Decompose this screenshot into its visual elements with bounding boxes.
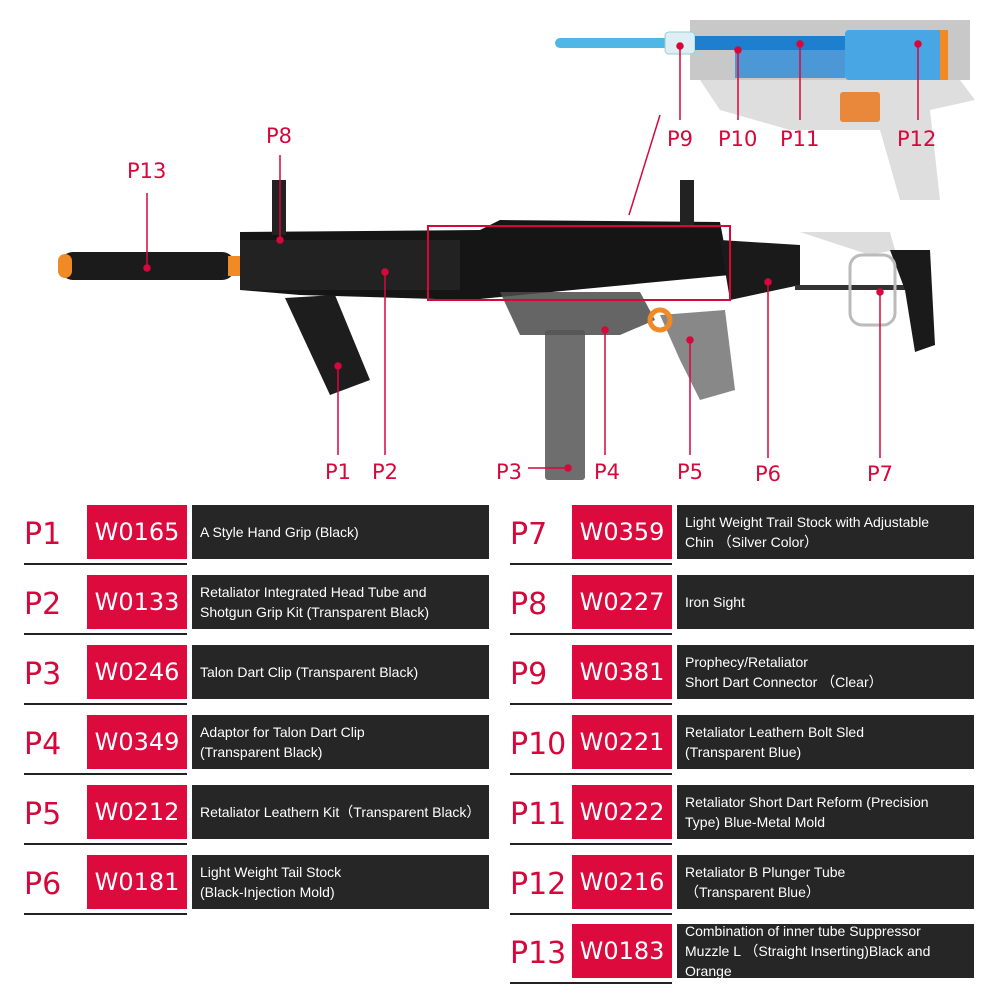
callout-p5: P5 [677, 460, 704, 484]
part-code: W0133 [87, 575, 187, 629]
row-underline [24, 913, 187, 915]
part-description: Adaptor for Talon Dart Clip (Transparent… [192, 715, 489, 769]
part-description: Iron Sight [677, 575, 974, 629]
part-code: W0381 [572, 645, 672, 699]
part-description: Light Weight Tail Stock (Black-Injection… [192, 855, 489, 909]
callout-p1: P1 [325, 460, 352, 484]
row-underline [510, 633, 672, 635]
part-code: W0359 [572, 505, 672, 559]
row-underline [510, 563, 672, 565]
row-underline [24, 563, 187, 565]
row-underline [510, 703, 672, 705]
row-underline [510, 843, 672, 845]
callout-p13: P13 [127, 159, 167, 183]
row-underline [24, 703, 187, 705]
row-underline [510, 913, 672, 915]
part-number: P12 [510, 867, 567, 902]
part-description: Retaliator B Plunger Tube （Transparent B… [677, 855, 974, 909]
callout-p8: P8 [266, 124, 293, 148]
part-description: Combination of inner tube Suppressor Muz… [677, 923, 974, 979]
part-code: W0212 [87, 785, 187, 839]
callout-p2: P2 [372, 460, 399, 484]
callout-p3: P3 [496, 460, 523, 484]
part-number: P1 [24, 517, 62, 552]
part-description: Retaliator Leathern Bolt Sled (Transpare… [677, 715, 974, 769]
part-number: P2 [24, 587, 62, 622]
row-underline [24, 843, 187, 845]
part-number: P8 [510, 587, 548, 622]
blaster-image [58, 180, 935, 480]
callout-p9: P9 [667, 127, 694, 151]
part-code: W0221 [572, 715, 672, 769]
part-number: P10 [510, 727, 567, 762]
part-description: Talon Dart Clip (Transparent Black) [192, 645, 489, 699]
part-number: P4 [24, 727, 62, 762]
callout-p11: P11 [780, 127, 820, 151]
part-description: Light Weight Trail Stock with Adjustable… [677, 505, 974, 559]
part-description: Retaliator Integrated Head Tube and Shot… [192, 575, 489, 629]
part-code: W0183 [572, 924, 672, 978]
part-code: W0216 [572, 855, 672, 909]
part-number: P13 [510, 936, 567, 971]
row-underline [510, 773, 672, 775]
row-underline [510, 982, 672, 984]
part-number: P9 [510, 657, 548, 692]
part-code: W0181 [87, 855, 187, 909]
callout-p4: P4 [594, 460, 621, 484]
callout-p7: P7 [867, 462, 894, 486]
part-number: P6 [24, 867, 62, 902]
part-number: P11 [510, 797, 567, 832]
row-underline [24, 773, 187, 775]
part-number: P7 [510, 517, 548, 552]
part-code: W0165 [87, 505, 187, 559]
callout-p10: P10 [718, 127, 758, 151]
part-description: Prophecy/Retaliator Short Dart Connector… [677, 645, 974, 699]
callout-p6: P6 [755, 462, 782, 486]
part-description: A Style Hand Grip (Black) [192, 505, 489, 559]
part-code: W0227 [572, 575, 672, 629]
row-underline [24, 633, 187, 635]
part-code: W0349 [87, 715, 187, 769]
part-code: W0222 [572, 785, 672, 839]
part-description: Retaliator Leathern Kit（Transparent Blac… [192, 785, 489, 839]
internal-view-image [555, 20, 975, 200]
blaster-diagram [58, 20, 975, 480]
callout-p12: P12 [897, 127, 937, 151]
part-code: W0246 [87, 645, 187, 699]
part-number: P5 [24, 797, 62, 832]
part-description: Retaliator Short Dart Reform (Precision … [677, 785, 974, 839]
part-number: P3 [24, 657, 62, 692]
